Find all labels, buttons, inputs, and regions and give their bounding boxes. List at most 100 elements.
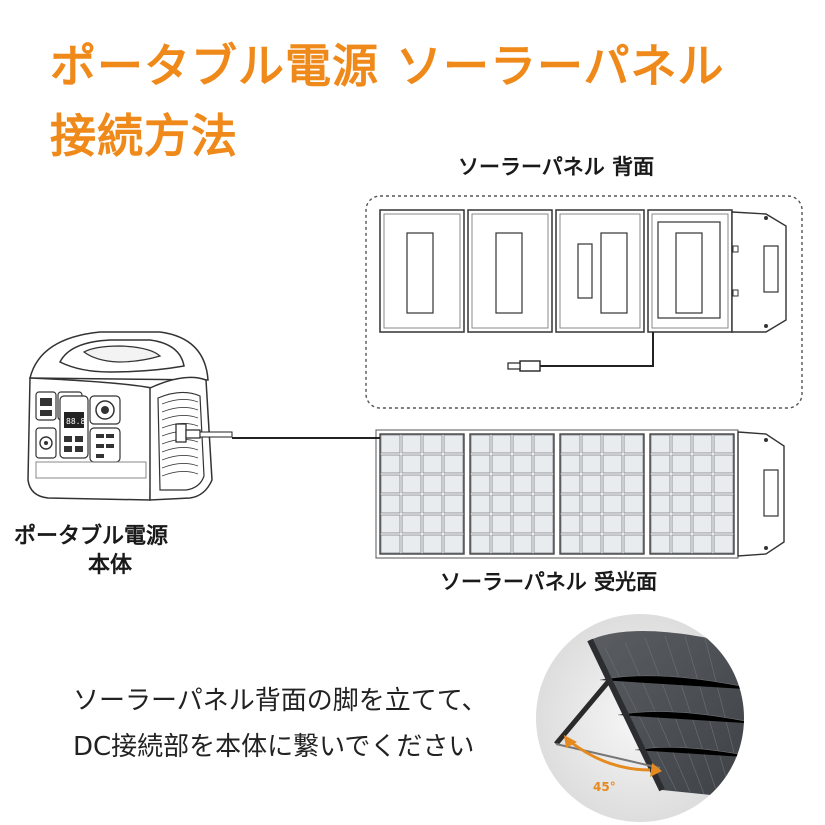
solar-cell xyxy=(650,454,671,474)
solar-cell xyxy=(401,434,422,454)
solar-cell xyxy=(491,494,512,514)
solar-cell xyxy=(401,534,422,554)
solar-cell xyxy=(692,494,713,514)
solar-cell xyxy=(491,454,512,474)
solar-cell xyxy=(512,434,533,454)
solar-panel-back xyxy=(365,195,803,409)
solar-panel-frame xyxy=(379,433,465,555)
solar-cell xyxy=(692,474,713,494)
solar-cell xyxy=(491,534,512,554)
angle-label: 45° xyxy=(593,780,616,794)
solar-cell xyxy=(671,534,692,554)
solar-cell xyxy=(401,474,422,494)
solar-cell xyxy=(470,494,491,514)
solar-cell xyxy=(533,434,554,454)
solar-cell xyxy=(671,474,692,494)
solar-cell xyxy=(650,514,671,534)
solar-cell xyxy=(602,434,623,454)
solar-cell xyxy=(692,534,713,554)
solar-cell xyxy=(401,514,422,534)
solar-cell xyxy=(581,494,602,514)
solar-cell xyxy=(443,494,464,514)
solar-cell xyxy=(692,434,713,454)
solar-cell xyxy=(470,474,491,494)
solar-cell xyxy=(512,474,533,494)
solar-cell xyxy=(443,454,464,474)
page-title-line2: 接続方法 xyxy=(50,109,238,163)
solar-panel-frame xyxy=(559,433,645,555)
solar-cell xyxy=(671,494,692,514)
solar-cell xyxy=(713,454,734,474)
solar-cell xyxy=(533,454,554,474)
solar-cell xyxy=(581,534,602,554)
solar-cell xyxy=(422,494,443,514)
solar-cell xyxy=(533,474,554,494)
solar-cell xyxy=(380,434,401,454)
solar-cell xyxy=(713,434,734,454)
solar-cell xyxy=(713,494,734,514)
solar-cell xyxy=(380,454,401,474)
solar-cell xyxy=(671,454,692,474)
instruction-line2: DC接続部を本体に繋いでください xyxy=(73,732,475,762)
solar-cell xyxy=(581,454,602,474)
solar-cell xyxy=(650,534,671,554)
kickstand-photo xyxy=(536,614,744,822)
solar-cell xyxy=(560,514,581,534)
solar-cell xyxy=(623,494,644,514)
power-station-label: ポータブル電源 xyxy=(14,524,169,549)
instruction-line1: ソーラーパネル背面の脚を立てて、 xyxy=(73,686,488,716)
solar-cell xyxy=(623,454,644,474)
solar-cell xyxy=(623,474,644,494)
solar-cell xyxy=(602,514,623,534)
solar-cell xyxy=(401,454,422,474)
solar-cell xyxy=(470,534,491,554)
solar-cell xyxy=(491,474,512,494)
solar-cell xyxy=(470,514,491,534)
solar-cell xyxy=(692,514,713,534)
solar-cell xyxy=(491,434,512,454)
solar-cell xyxy=(533,534,554,554)
power-station-illustration: 88.8 xyxy=(27,331,233,501)
solar-cell xyxy=(512,454,533,474)
solar-cell xyxy=(713,474,734,494)
solar-cell xyxy=(713,534,734,554)
solar-cell xyxy=(422,474,443,494)
solar-cell xyxy=(422,534,443,554)
solar-cell xyxy=(560,434,581,454)
solar-cell xyxy=(581,514,602,534)
solar-cell xyxy=(692,454,713,474)
solar-panel-frame xyxy=(649,433,735,555)
solar-cell xyxy=(443,514,464,534)
solar-cell xyxy=(623,534,644,554)
solar-panel-front xyxy=(232,429,785,559)
solar-cell xyxy=(581,474,602,494)
solar-cell xyxy=(713,514,734,534)
solar-cell xyxy=(422,454,443,474)
solar-cell xyxy=(512,494,533,514)
solar-cell xyxy=(380,534,401,554)
solar-cell xyxy=(470,434,491,454)
solar-cell xyxy=(650,494,671,514)
solar-cell xyxy=(380,494,401,514)
solar-cell xyxy=(422,514,443,534)
solar-cell xyxy=(602,494,623,514)
solar-cell xyxy=(443,474,464,494)
panel-back-label: ソーラーパネル 背面 xyxy=(458,155,655,179)
solar-cell xyxy=(602,534,623,554)
solar-cell xyxy=(623,514,644,534)
solar-cell xyxy=(443,434,464,454)
panel-front-label: ソーラーパネル 受光面 xyxy=(440,570,658,594)
solar-cell xyxy=(671,434,692,454)
power-station-body-label: 本体 xyxy=(88,553,133,578)
solar-cell xyxy=(533,494,554,514)
solar-cell xyxy=(380,514,401,534)
page-title-line1: ポータブル電源 ソーラーパネル xyxy=(50,39,725,93)
solar-cell xyxy=(491,514,512,534)
solar-cell xyxy=(560,474,581,494)
solar-cell xyxy=(422,434,443,454)
solar-cell xyxy=(512,514,533,534)
solar-cell xyxy=(650,474,671,494)
solar-cell xyxy=(512,534,533,554)
solar-cell xyxy=(560,534,581,554)
